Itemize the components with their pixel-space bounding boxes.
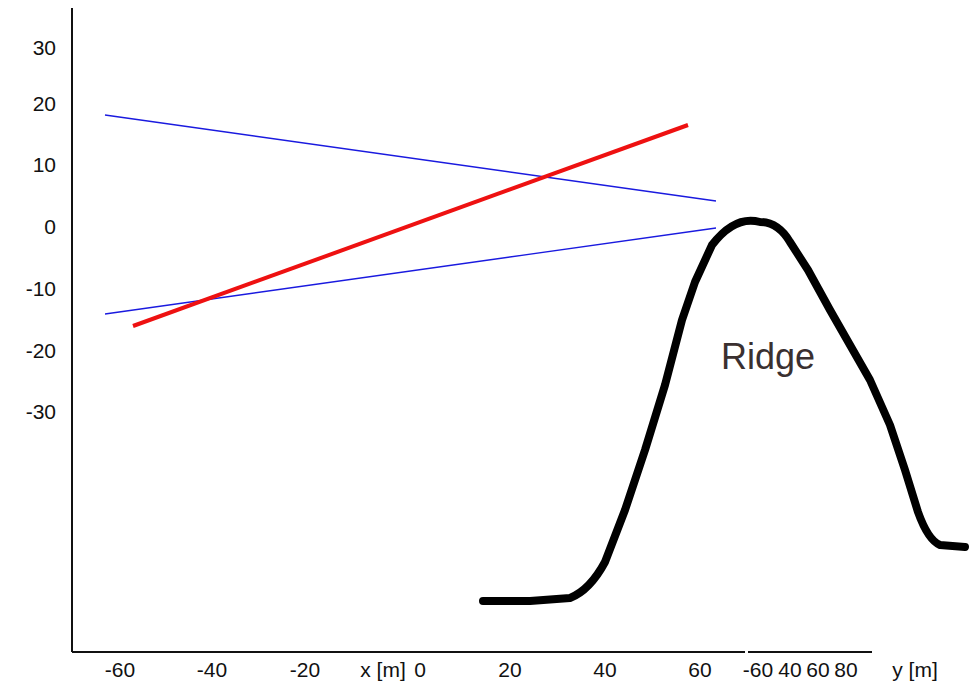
ridge-outline <box>483 221 965 601</box>
tick-label: -20 <box>26 340 56 361</box>
y-axis <box>71 8 73 652</box>
x-axis <box>72 651 745 653</box>
region-label: Ridge <box>721 339 815 375</box>
tick-label: 10 <box>33 154 56 175</box>
tick-label: 20 <box>33 93 56 114</box>
tick-label: 20 <box>498 659 521 680</box>
tick-label: -20 <box>290 659 320 680</box>
blue-line <box>105 115 716 201</box>
tick-label: 0 <box>414 659 426 680</box>
tick-label: -30 <box>26 401 56 422</box>
tick-label: 80 <box>834 659 857 680</box>
tick-label: 40 <box>593 659 616 680</box>
tick-label: 30 <box>33 37 56 58</box>
tick-label: -60 <box>743 659 773 680</box>
tick-label: 60 <box>806 659 829 680</box>
tick-label: 0 <box>44 216 56 237</box>
tick-label: -40 <box>197 659 227 680</box>
red-line <box>133 125 688 326</box>
tick-label: -10 <box>26 278 56 299</box>
tick-label: 60 <box>688 659 711 680</box>
y-axis-horizontal <box>748 651 872 653</box>
axis-title: x [m] <box>360 659 406 680</box>
tick-label: 40 <box>778 659 801 680</box>
axis-title: y [m] <box>892 659 938 680</box>
tick-label: -60 <box>105 659 135 680</box>
